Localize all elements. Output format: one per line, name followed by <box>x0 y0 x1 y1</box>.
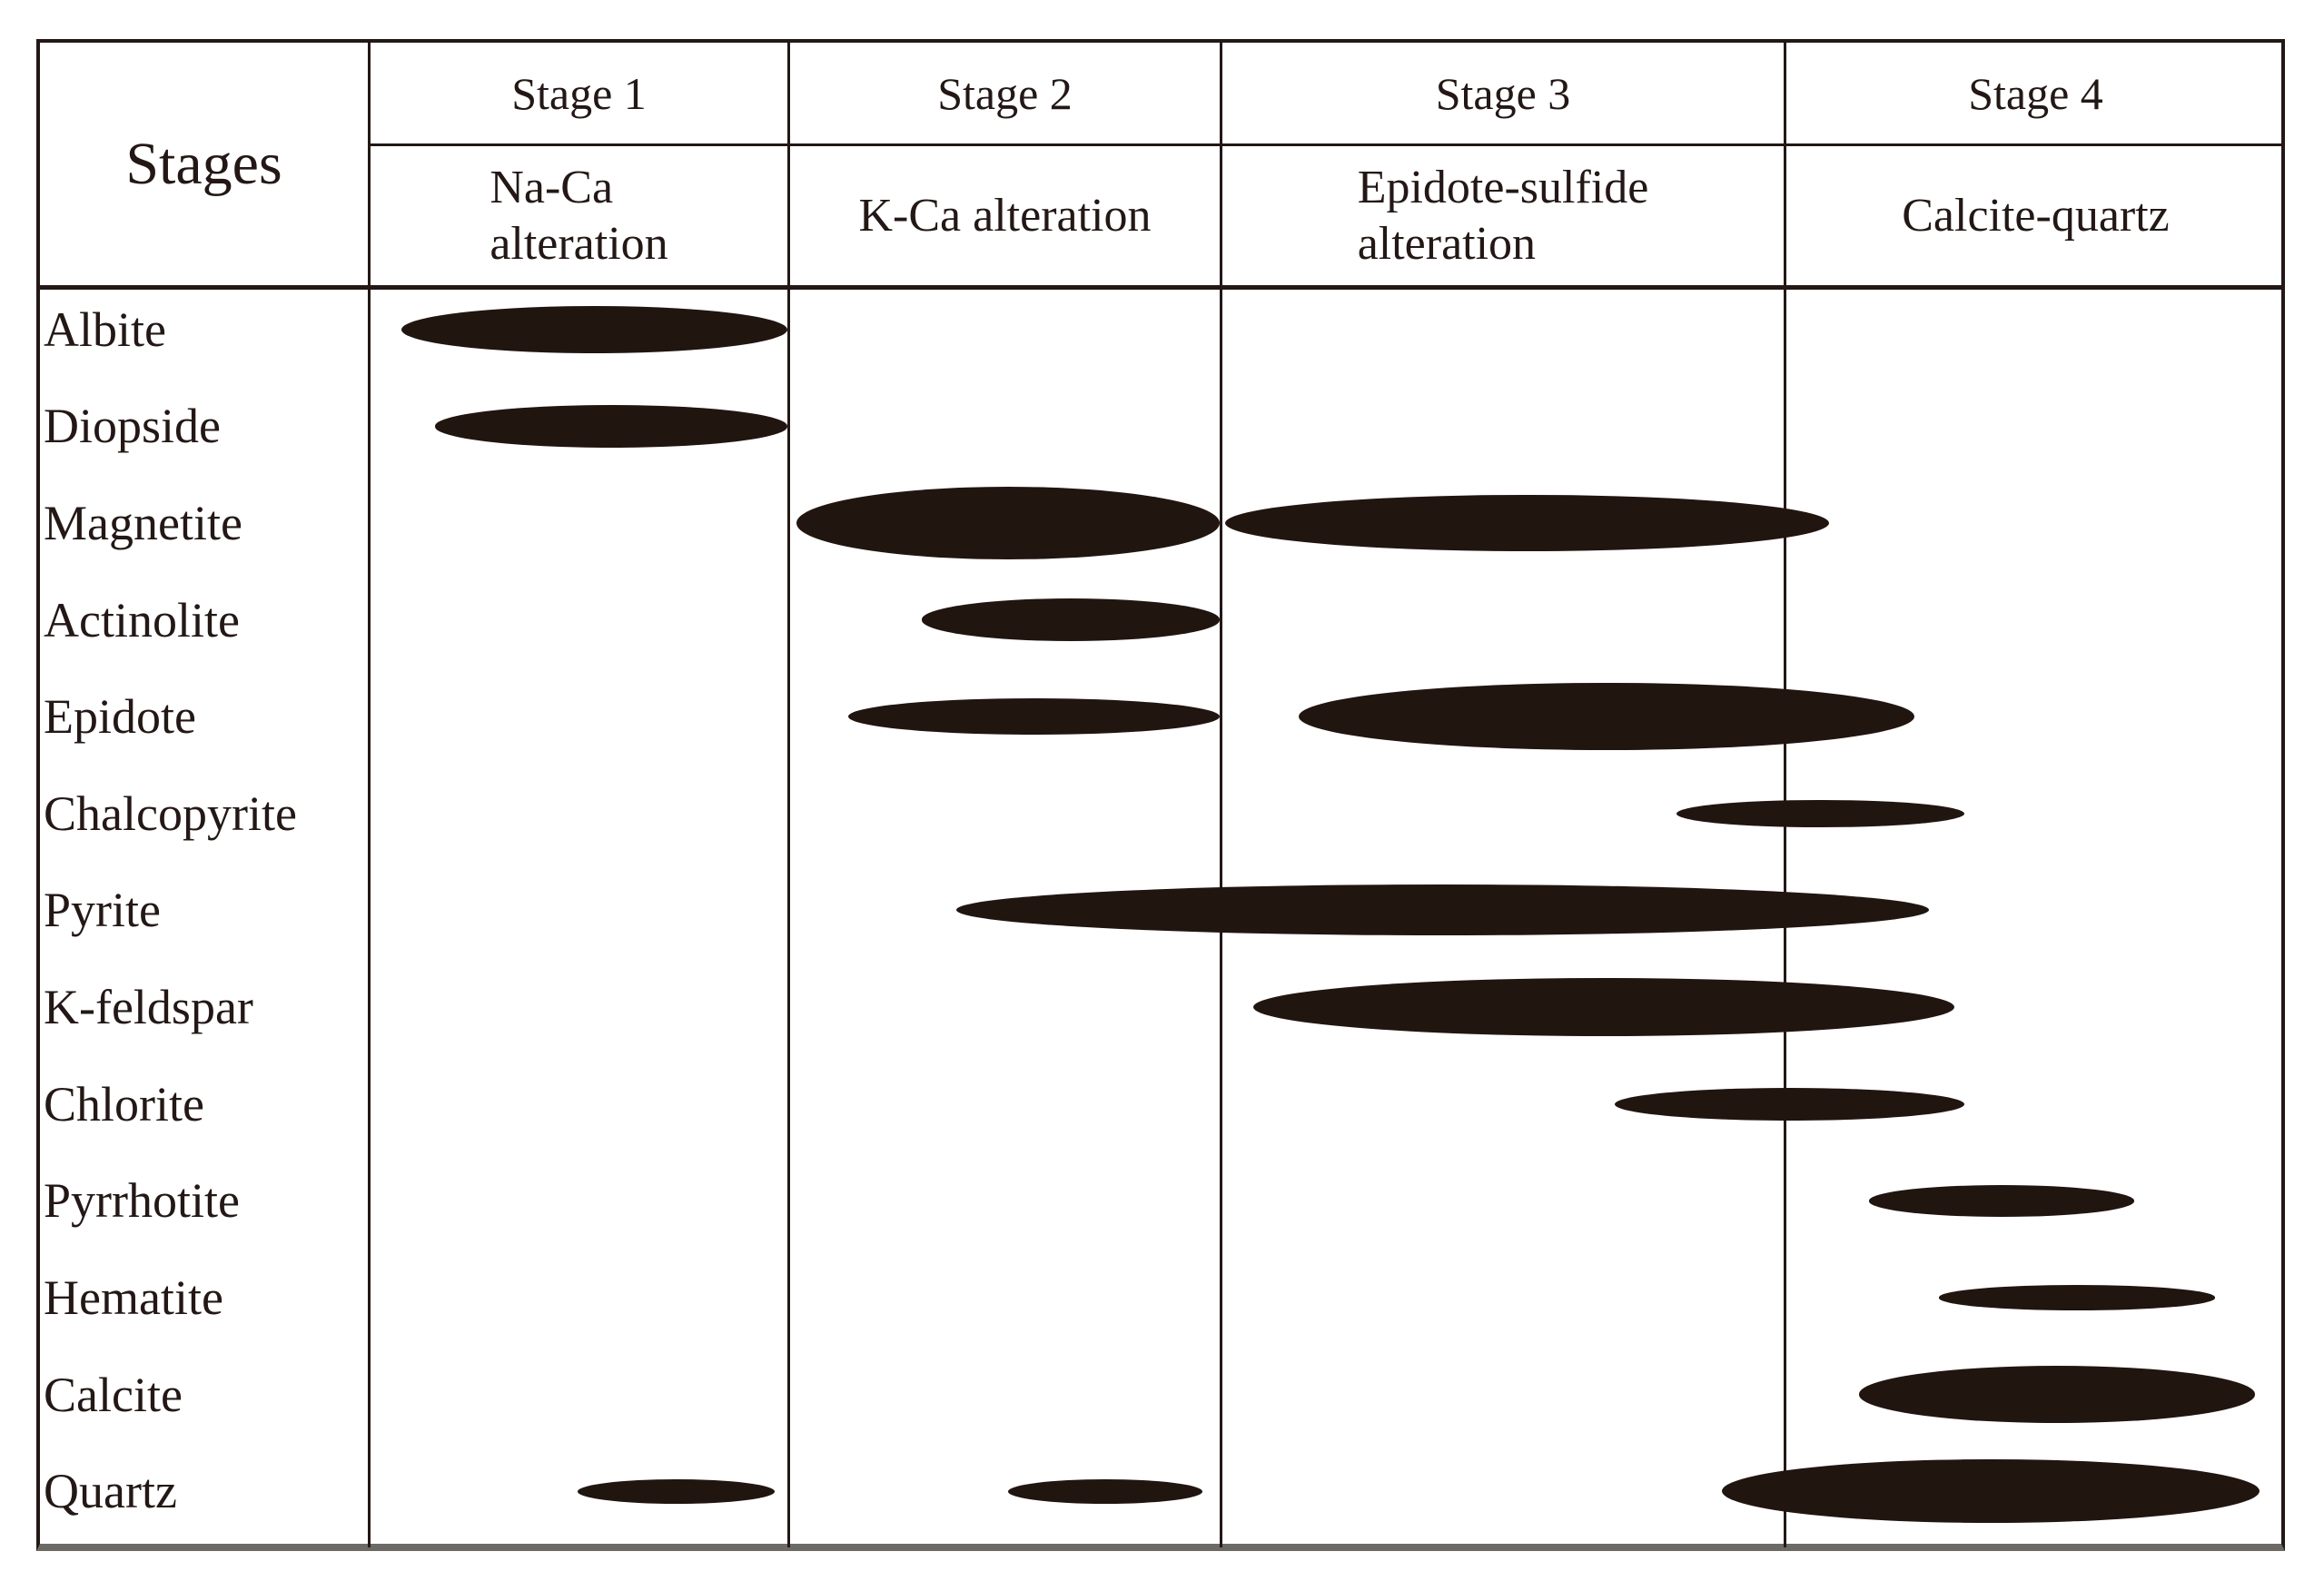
paragenesis-ellipse-epidote-1 <box>847 698 1220 736</box>
mineral-label-k-feldspar: K-feldspar <box>44 980 253 1035</box>
grid-line-vertical-1 <box>368 39 371 1547</box>
paragenesis-ellipse-k-feldspar-1 <box>1253 978 1954 1037</box>
grid-line-vertical-3 <box>1220 39 1222 1547</box>
mineral-label-actinolite: Actinolite <box>44 592 240 647</box>
grid-line-vertical-2 <box>787 39 790 1547</box>
mineral-label-chlorite: Chlorite <box>44 1076 204 1131</box>
mineral-label-pyrite: Pyrite <box>44 883 161 938</box>
mineral-label-albite: Albite <box>44 301 166 357</box>
mineral-label-pyrrhotite: Pyrrhotite <box>44 1173 240 1229</box>
stage-2-alteration-cell: K-Ca alteration <box>790 146 1220 285</box>
paragenesis-ellipse-quartz-2 <box>1007 1478 1202 1504</box>
mineral-label-quartz: Quartz <box>44 1464 177 1519</box>
paragenesis-ellipse-actinolite-1 <box>921 598 1220 641</box>
grid-line-stage-alteration-divider <box>368 143 2285 146</box>
stage-1-alteration-label: Na-Ca alteration <box>490 162 668 270</box>
stage-3-header: Stage 3 <box>1435 67 1571 119</box>
paragenesis-ellipse-diopside-1 <box>434 405 787 448</box>
paragenesis-ellipse-magnetite-2 <box>1225 494 1829 552</box>
paragenesis-ellipse-calcite-1 <box>1858 1366 2255 1423</box>
stage-4-header: Stage 4 <box>1968 67 2103 119</box>
stage-2-alteration-label: K-Ca alteration <box>858 189 1152 242</box>
stage-4-alteration-cell: Calcite-quartz <box>1786 146 2285 285</box>
stage-3-alteration-label: Epidote-sulfide alteration <box>1357 162 1649 270</box>
paragenesis-ellipse-pyrrhotite-1 <box>1868 1185 2135 1217</box>
grid-line-header-bottom <box>36 285 2285 290</box>
table-outer-border <box>36 39 2285 1551</box>
stage-1-header: Stage 1 <box>511 67 647 119</box>
paragenesis-ellipse-pyrite-1 <box>955 884 1930 936</box>
stage-1-alteration-cell: Na-Ca alteration <box>371 146 787 285</box>
paragenesis-ellipse-chalcopyrite-1 <box>1676 799 1964 828</box>
grid-line-vertical-4 <box>1784 39 1786 1547</box>
mineral-label-magnetite: Magnetite <box>44 496 242 550</box>
mineral-label-chalcopyrite: Chalcopyrite <box>44 786 297 841</box>
stage-3-alteration-cell: Epidote-sulfide alteration <box>1222 146 1784 285</box>
paragenesis-ellipse-albite-1 <box>401 305 787 353</box>
paragenesis-ellipse-epidote-2 <box>1298 683 1914 751</box>
stage-4-alteration-label: Calcite-quartz <box>1902 189 2170 242</box>
mineral-label-hematite: Hematite <box>44 1270 223 1325</box>
mineral-label-calcite: Calcite <box>44 1367 183 1422</box>
paragenesis-ellipse-quartz-1 <box>578 1478 776 1504</box>
paragenesis-ellipse-chlorite-1 <box>1614 1087 1964 1121</box>
paragenesis-ellipse-hematite-1 <box>1939 1285 2215 1310</box>
mineral-label-diopside: Diopside <box>44 399 221 454</box>
stages-corner-label: Stages <box>125 130 282 197</box>
stage-2-header: Stage 2 <box>937 67 1073 119</box>
paragenesis-ellipse-magnetite-1 <box>796 487 1220 559</box>
paragenesis-ellipse-quartz-3 <box>1721 1458 2260 1524</box>
mineral-label-epidote: Epidote <box>44 689 196 745</box>
